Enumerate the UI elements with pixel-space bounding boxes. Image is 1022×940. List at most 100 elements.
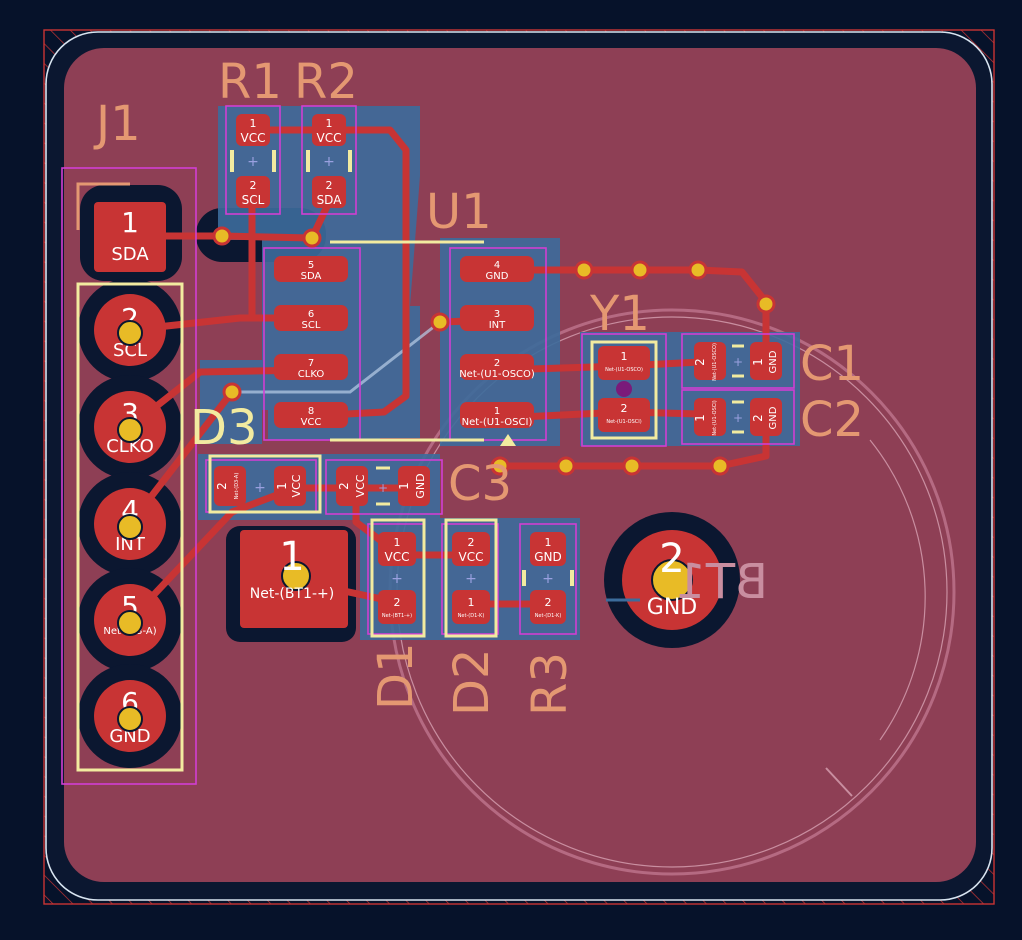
keepout-hatch (43, 29, 995, 905)
svg-text:GND: GND (534, 550, 562, 564)
c1-pin-1[interactable]: 1 GND (750, 342, 782, 380)
svg-text:8: 8 (308, 406, 314, 417)
svg-text:SDA: SDA (301, 271, 322, 282)
c1-silk: + (732, 344, 744, 378)
svg-text:GND: GND (414, 473, 427, 498)
j1-pin-1[interactable]: 1 SDA (94, 202, 166, 272)
c1-pin-2[interactable]: 2 Net-(U1-OSCO) (693, 342, 726, 381)
svg-text:Y1: Y1 (589, 286, 650, 342)
svg-text:Net-(U1-OSCO): Net-(U1-OSCO) (605, 367, 643, 373)
svg-text:U1: U1 (426, 184, 492, 240)
svg-text:J1: J1 (93, 96, 141, 152)
svg-text:SDA: SDA (111, 244, 149, 265)
svg-text:1: 1 (250, 117, 257, 130)
svg-text:1: 1 (545, 536, 552, 549)
svg-text:VCC: VCC (290, 474, 303, 497)
c2-courtyard (681, 389, 795, 445)
r3-silk: + (522, 570, 574, 587)
svg-text:D1: D1 (368, 643, 424, 711)
d2-plus: + (465, 571, 477, 587)
c3-pin-2[interactable]: 2 VCC (336, 466, 368, 506)
d3-pin-1[interactable]: 1 VCC (274, 466, 306, 506)
c2-pin-1[interactable]: 1 Net-(U1-OSCI) (693, 398, 726, 436)
svg-text:5: 5 (308, 260, 314, 271)
svg-text:3: 3 (494, 309, 500, 320)
svg-text:2: 2 (468, 536, 475, 549)
r3-pin-1[interactable]: 1 GND (530, 532, 566, 566)
svg-text:CLKO: CLKO (106, 436, 154, 457)
u1-pin-4[interactable]: 4 GND (460, 256, 534, 282)
svg-text:GND: GND (768, 350, 779, 373)
u1-pin-7[interactable]: 7 CLKO (274, 354, 348, 380)
svg-text:Net-(U1-OSCO): Net-(U1-OSCO) (712, 343, 718, 381)
j1-courtyard (61, 167, 197, 785)
c2-pin-2[interactable]: 2 GND (750, 398, 782, 436)
svg-text:R3: R3 (522, 652, 578, 716)
svg-text:2: 2 (250, 179, 257, 192)
svg-text:2: 2 (326, 179, 333, 192)
svg-text:1: 1 (326, 117, 333, 130)
y1-pin-2[interactable]: 2 Net-(U1-OSCI) (598, 398, 650, 432)
svg-text:GND: GND (486, 271, 509, 282)
u1-pin-6[interactable]: 6 SCL (274, 305, 348, 331)
svg-text:2: 2 (337, 482, 351, 490)
svg-text:D2: D2 (444, 649, 500, 717)
c1-courtyard (681, 333, 795, 389)
u1-pin-2[interactable]: 2 Net-(U1-OSCO) (459, 354, 535, 380)
u1-pin-5[interactable]: 5 SDA (274, 256, 348, 282)
svg-text:INT: INT (489, 320, 506, 331)
j1-drills (117, 320, 143, 732)
r3-pin-2[interactable]: 2 Net-(D1-K) (530, 590, 566, 624)
svg-text:2: 2 (545, 596, 552, 609)
d3-pin-2[interactable]: 2 Net-(D3-A) (214, 466, 246, 506)
svg-text:1: 1 (468, 596, 475, 609)
d2-pin-1[interactable]: 1 Net-(D1-K) (452, 590, 490, 624)
svg-text:VCC: VCC (241, 131, 266, 145)
svg-text:Net-(U1-OSCO): Net-(U1-OSCO) (459, 369, 535, 380)
svg-text:1: 1 (621, 350, 628, 363)
bt1-pin-2[interactable]: 2 GND (622, 530, 722, 630)
svg-text:1: 1 (394, 536, 401, 549)
u1-pin-8[interactable]: 8 VCC (274, 402, 348, 428)
r2-pin-1[interactable]: 1 VCC (312, 114, 346, 146)
svg-text:+: + (733, 355, 743, 369)
svg-text:1: 1 (275, 482, 289, 490)
r3-courtyard (519, 523, 577, 635)
d2-pin-2[interactable]: 2 VCC (452, 532, 490, 566)
svg-text:C2: C2 (800, 392, 864, 448)
svg-text:C1: C1 (800, 336, 864, 392)
svg-text:R2: R2 (294, 54, 358, 110)
d2-courtyard (441, 523, 499, 635)
svg-text:VCC: VCC (385, 550, 410, 564)
svg-text:R1: R1 (218, 54, 282, 110)
r1-silk: + (230, 150, 276, 172)
u1-pin1-marker (500, 434, 516, 446)
svg-text:SCL: SCL (242, 193, 265, 207)
d1-plus: + (391, 571, 403, 587)
d1-pin-1[interactable]: 1 VCC (378, 532, 416, 566)
svg-text:6: 6 (308, 309, 314, 320)
svg-text:2: 2 (621, 402, 628, 415)
r2-pin-2[interactable]: 2 SDA (312, 176, 346, 208)
d1-pin-2[interactable]: 2 Net-(BT1-+) (378, 590, 416, 624)
svg-text:1: 1 (693, 414, 707, 422)
r1-pin-1[interactable]: 1 VCC (236, 114, 270, 146)
y1-center-via (616, 381, 632, 397)
y1-courtyard (581, 333, 667, 447)
c3-pin-1[interactable]: 1 GND (397, 466, 430, 506)
bt1-pin-1[interactable]: 1 Net-(BT1-+) (240, 530, 348, 628)
y1-pin-1[interactable]: 1 Net-(U1-OSCO) (598, 346, 650, 380)
svg-text:Net-(D1-K): Net-(D1-K) (458, 613, 485, 619)
svg-text:1: 1 (494, 406, 500, 417)
ref-designators: J1 R1 R2 U1 Y1 C1 C2 C3 D1 D2 R3 BT1 (93, 54, 864, 716)
j1-silk (76, 282, 184, 772)
u1-pin-3[interactable]: 3 INT (460, 305, 534, 331)
svg-text:2: 2 (659, 536, 684, 582)
svg-text:BT1: BT1 (675, 554, 768, 610)
y1-silk (590, 340, 658, 440)
svg-text:SCL: SCL (113, 340, 147, 361)
svg-text:2: 2 (751, 414, 765, 422)
r1-pin-2[interactable]: 2 SCL (236, 176, 270, 208)
u1-pin-1[interactable]: 1 Net-(U1-OSCI) (460, 402, 534, 428)
